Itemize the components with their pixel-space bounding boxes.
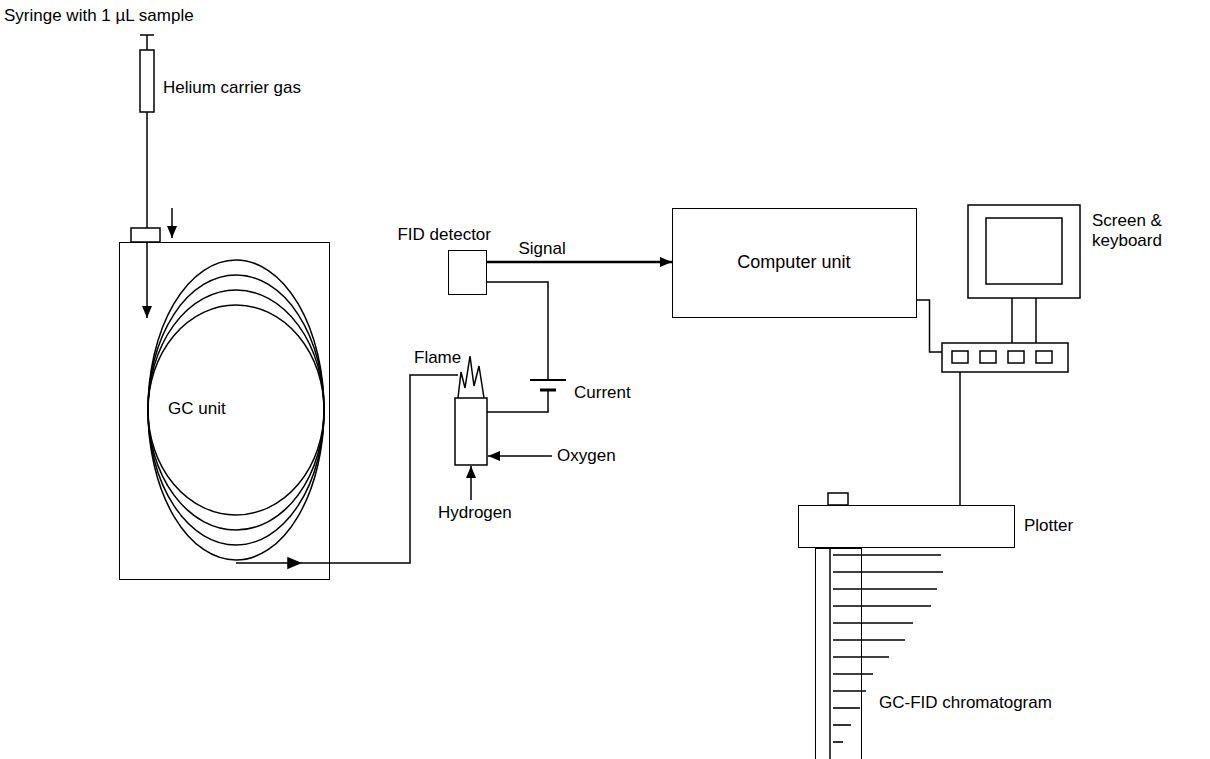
data-cable — [959, 372, 961, 505]
peak-line — [833, 724, 851, 726]
battery-plate — [530, 379, 566, 381]
peak-line — [833, 639, 905, 641]
node-label: Plotter — [1024, 516, 1073, 536]
syringe-needle — [146, 112, 148, 228]
annotation-label: Oxygen — [557, 446, 616, 466]
node-label: GC-FID chromatogram — [879, 693, 1052, 713]
keyboard-key — [1008, 351, 1024, 363]
fid-detector-box: FID detector — [448, 250, 487, 295]
chromatogram-peaks — [833, 555, 943, 742]
node-label: Computer unit — [737, 252, 850, 273]
syringe-plunger — [146, 35, 148, 50]
edge-label: Signal — [518, 239, 565, 259]
annotation-label: Helium carrier gas — [163, 78, 301, 98]
keyboard — [942, 343, 1068, 372]
helium-arrow — [171, 208, 173, 238]
column-coil — [148, 305, 324, 515]
node-label: GC unit — [168, 399, 226, 419]
peak-line — [833, 673, 873, 675]
peak-line — [833, 605, 931, 607]
data-cable — [917, 300, 942, 352]
plotter-box: Plotter — [798, 505, 1015, 548]
syringe-barrel — [140, 50, 154, 112]
column-coil — [148, 275, 324, 545]
column-outlet-arrowhead — [288, 558, 300, 568]
screen-keyboard-unit: Screen & keyboard — [942, 205, 1080, 372]
peak-line — [833, 741, 843, 743]
chromatogram-paper: GC-FID chromatogram — [815, 548, 862, 759]
annotation-label: Current — [574, 383, 631, 403]
peak-line — [833, 656, 889, 658]
plotter-button — [828, 493, 848, 505]
annotation-label: Hydrogen — [438, 503, 512, 523]
current-wire — [487, 282, 548, 380]
peak-line — [833, 707, 860, 709]
oxygen-arrow — [488, 455, 552, 457]
peak-line — [833, 622, 913, 624]
node-label: Screen & keyboard — [1092, 211, 1184, 250]
monitor-screen — [986, 218, 1062, 284]
flame-symbol — [458, 356, 484, 398]
annotation-label: Flame — [414, 348, 461, 368]
computer-unit-box: Computer unit — [672, 208, 917, 318]
burner-jet — [455, 398, 487, 465]
column-inlet-arrow — [146, 242, 148, 318]
gc-unit-box: GC unit — [119, 242, 330, 580]
paper-margin — [829, 548, 831, 759]
column-coil — [148, 290, 324, 530]
keyboard-key — [1036, 351, 1052, 363]
column-outlet-line — [236, 375, 458, 563]
current-wire — [487, 390, 548, 412]
monitor-stand — [1012, 298, 1036, 343]
injection-port — [131, 228, 160, 242]
annotation-label: Syringe with 1 µL sample — [4, 6, 194, 26]
peak-line — [833, 554, 941, 556]
keyboard-key — [952, 351, 968, 363]
keyboard-key — [980, 351, 996, 363]
monitor-frame — [968, 205, 1080, 298]
peak-line — [833, 571, 943, 573]
column-coil — [148, 260, 324, 560]
node-label: FID detector — [397, 225, 491, 245]
signal-connector — [487, 261, 672, 264]
hydrogen-arrow — [470, 466, 472, 500]
peak-line — [833, 588, 937, 590]
